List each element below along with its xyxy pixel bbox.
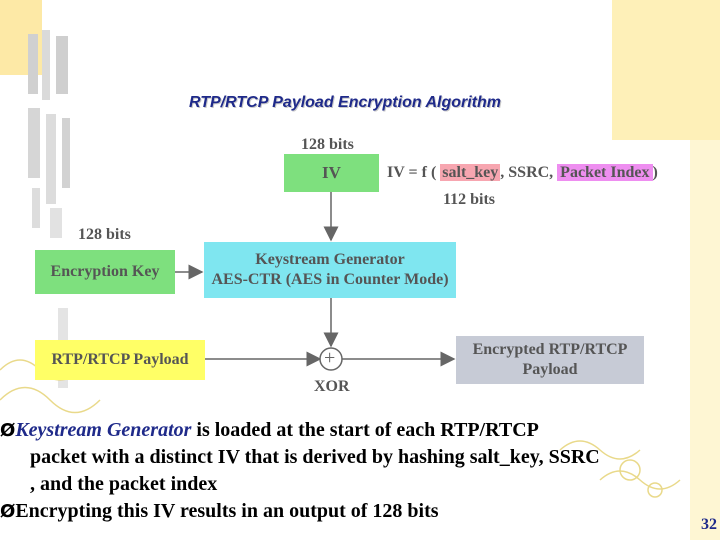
salt-bits-label: 112 bits (443, 191, 496, 208)
iv-formula: IV = f ( salt_key, SSRC, Packet Index) (387, 164, 658, 182)
bullet-1-emphasis: Keystream Generator (15, 419, 192, 441)
decor-top-right-block (612, 0, 720, 140)
bullet-1-line-1: ØKeystream Generator is loaded at the st… (0, 417, 720, 444)
payload-box: RTP/RTCP Payload (35, 340, 205, 380)
salt-key-highlight: salt_key (440, 164, 501, 181)
packet-index-highlight: Packet Index (557, 164, 653, 181)
diagram-arrows (175, 192, 456, 371)
keystream-generator-box: Keystream Generator AES-CTR (AES in Coun… (204, 242, 456, 298)
encrypted-payload-box: Encrypted RTP/RTCP Payload (456, 336, 644, 384)
keystream-line2: AES-CTR (AES in Counter Mode) (211, 271, 449, 288)
bullet-1-line-3: , and the packet index (30, 473, 218, 495)
iv-formula-ssrc: , SSRC, (500, 164, 554, 181)
diagram-title: RTP/RTCP Payload Encryption Algorithm (188, 94, 502, 111)
decor-bars (28, 30, 70, 388)
decor-right-band (690, 140, 720, 540)
xor-label: XOR (314, 378, 350, 395)
page-number: 32 (701, 516, 717, 533)
iv-formula-suffix: ) (652, 164, 658, 181)
bullet-1-rest: is loaded at the start of each RTP/RTCP (191, 419, 539, 441)
iv-box: IV (284, 154, 379, 192)
bullet-marker-2: Ø (0, 501, 16, 522)
key-bits-label: 128 bits (78, 226, 131, 243)
xor-circle (319, 347, 343, 371)
encrypted-line1: Encrypted RTP/RTCP (472, 341, 628, 358)
bullet-list: ØKeystream Generator is loaded at the st… (0, 417, 720, 525)
encryption-key-box: Encryption Key (35, 250, 175, 294)
bullet-2-text: Encrypting this IV results in an output … (15, 500, 439, 522)
xor-symbol: + (324, 347, 336, 369)
bullet-marker-1: Ø (0, 420, 16, 441)
bullet-1-line-2: packet with a distinct IV that is derive… (30, 446, 600, 468)
iv-bits-label: 128 bits (301, 136, 354, 153)
bullet-2-line-1: ØEncrypting this IV results in an output… (0, 498, 720, 525)
iv-formula-prefix: IV = f ( (387, 164, 437, 181)
keystream-line1: Keystream Generator (255, 251, 405, 268)
encrypted-line2: Payload (522, 361, 578, 378)
